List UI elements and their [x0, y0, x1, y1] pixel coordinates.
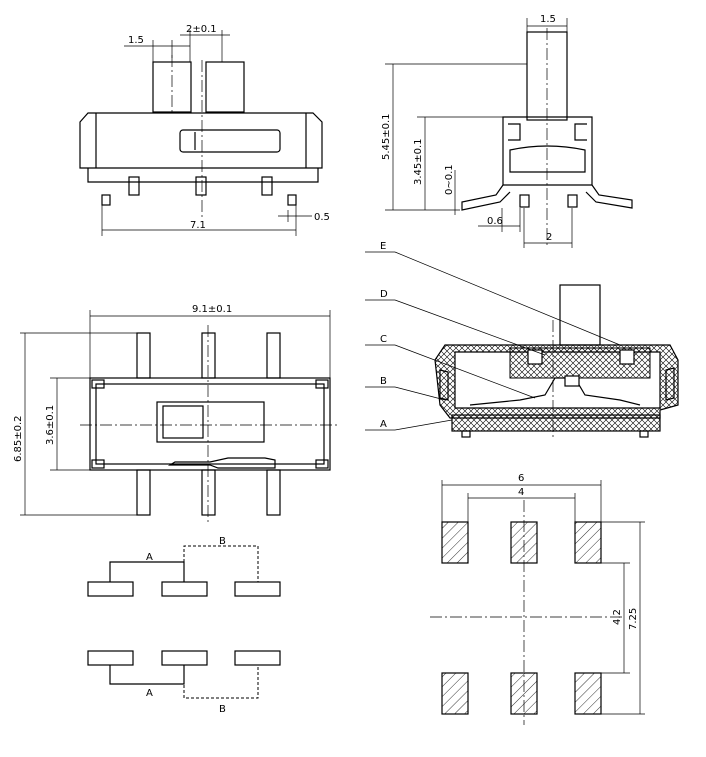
section-base	[451, 414, 661, 432]
circuit-diagram: A B A B	[87, 536, 281, 715]
circuit-label-b-bottom: B	[219, 704, 226, 715]
section-view: E D C B A	[365, 241, 679, 440]
slider-knob	[162, 405, 204, 439]
dim-plan-body: 3.6±0.1	[45, 405, 56, 445]
pad	[510, 672, 538, 715]
section-label-c: C	[380, 334, 387, 345]
section-label-b: B	[380, 376, 387, 387]
dim-overall-width: 7.1	[190, 220, 206, 231]
side-housing	[502, 116, 593, 186]
dim-pad-inner: 4	[518, 487, 524, 498]
dim-pad-total: 7.25	[628, 608, 639, 630]
dim-pad-outer: 6	[518, 473, 524, 484]
pad	[441, 672, 469, 715]
dim-side-actuator: 1.5	[540, 14, 556, 25]
section-label-a: A	[380, 419, 387, 430]
dim-side-pitch: 2	[546, 232, 552, 243]
section-label-e: E	[380, 241, 386, 252]
dim-pin-width: 0.5	[314, 212, 330, 223]
dim-body-height: 3.45±0.1	[413, 138, 424, 185]
dim-actuator-width: 1.5	[128, 35, 144, 46]
dim-side-pin: 0.6	[487, 216, 503, 227]
dim-pad-row-gap: 4.2	[612, 609, 623, 625]
slider-window	[156, 401, 265, 443]
dim-plan-width: 9.1±0.1	[192, 304, 232, 315]
section-actuator	[559, 284, 601, 346]
plan-body	[89, 377, 331, 471]
circuit-label-a-top: A	[146, 552, 153, 563]
circuit-label-a-bottom: A	[146, 688, 153, 699]
dim-actuator-pitch: 2±0.1	[186, 24, 217, 35]
housing-outline	[79, 112, 323, 169]
pad	[574, 521, 602, 564]
pad-layout: 6 4 4.2 7.25	[430, 473, 645, 725]
pad	[574, 672, 602, 715]
front-view: 1.5 2±0.1 7.1 0.5	[79, 24, 330, 236]
dim-total-height: 5.45±0.1	[381, 113, 392, 160]
side-view: 1.5 5.45±0.1 3.45±0.1 0~0.1 0.6 2	[381, 14, 633, 248]
section-label-d: D	[380, 289, 388, 300]
dim-plan-span: 6.85±0.2	[13, 415, 24, 462]
actuator-right	[205, 61, 245, 113]
pad	[441, 521, 469, 564]
dim-standoff: 0~0.1	[444, 164, 455, 195]
plan-view: 9.1±0.1 6.85±0.2 3.6±0.1	[13, 304, 340, 522]
circuit-label-b-top: B	[219, 536, 226, 547]
